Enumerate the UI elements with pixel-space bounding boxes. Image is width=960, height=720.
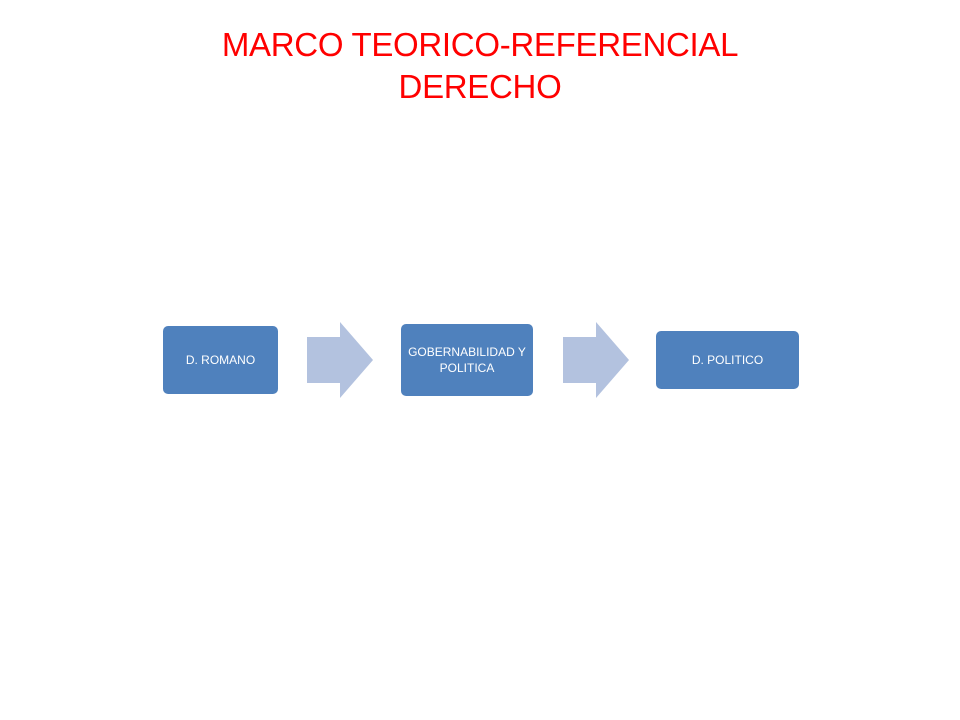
title-line-2: DERECHO: [398, 68, 562, 105]
process-node-gobernabilidad: GOBERNABILIDAD Y POLITICA: [401, 324, 533, 396]
right-arrow-icon: [307, 322, 373, 398]
title-line-1: MARCO TEORICO-REFERENCIAL: [221, 26, 739, 63]
right-arrow-icon: [563, 322, 629, 398]
node-label: D. POLITICO: [691, 353, 764, 367]
process-node-d-romano: D. ROMANO: [163, 326, 278, 394]
node-label: GOBERNABILIDAD Y POLITICA: [408, 345, 526, 375]
node-label: D. ROMANO: [185, 353, 256, 367]
process-node-d-politico: D. POLITICO: [656, 331, 799, 389]
slide-title: MARCO TEORICO-REFERENCIAL DERECHO: [0, 24, 960, 108]
